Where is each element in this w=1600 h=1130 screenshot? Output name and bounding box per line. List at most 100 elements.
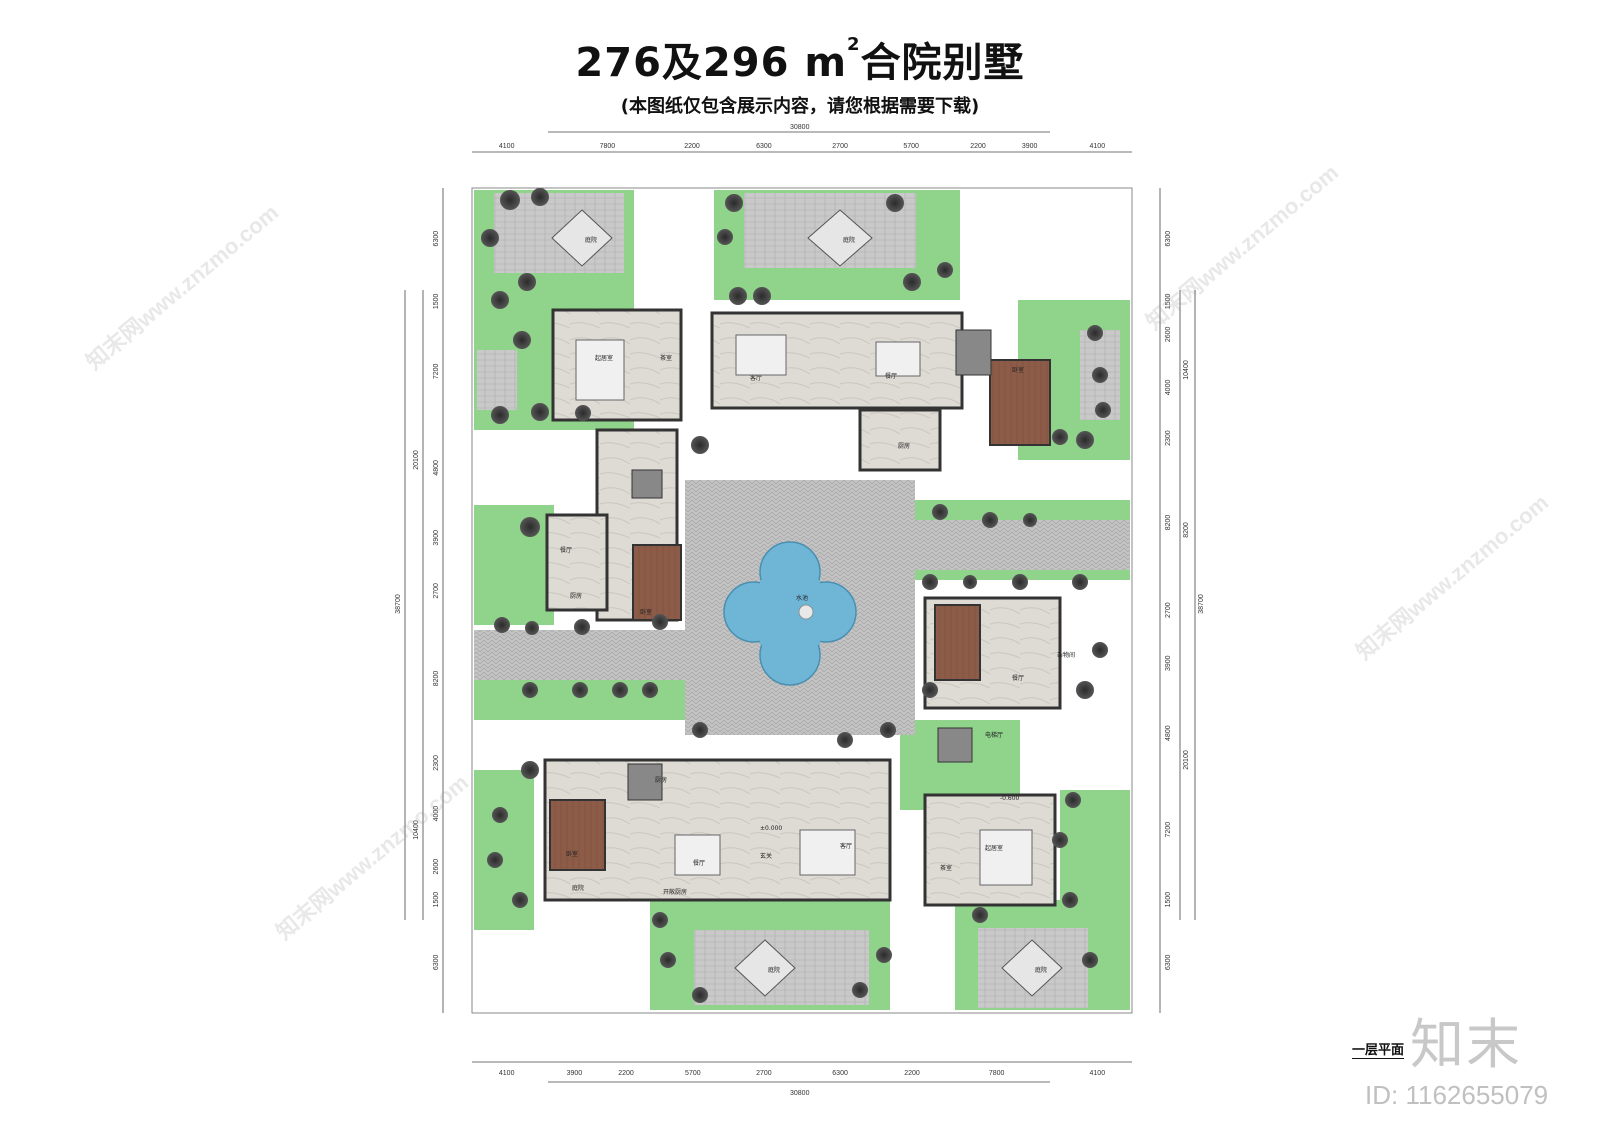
- dimension-label: 6300: [433, 231, 440, 247]
- dimension-label: 2700: [433, 583, 440, 599]
- medallions: [551, 209, 1063, 997]
- label-dining-e: 餐厅: [1012, 674, 1024, 682]
- dimension-label: 2200: [618, 1070, 634, 1077]
- label-courtyard-se: 庭院: [1035, 966, 1047, 974]
- dimension-total: 38700: [395, 594, 402, 614]
- dimension-label: 4100: [1090, 1070, 1106, 1077]
- brand-logo: 知末: [1410, 1013, 1522, 1076]
- label-family-se: 起居室: [985, 844, 1003, 852]
- pool-label: 水池: [796, 594, 808, 602]
- dimension-label: 1500: [433, 892, 440, 908]
- label-bedroom-sw: 卧室: [566, 850, 578, 858]
- fountain: [798, 604, 814, 620]
- dimension-label: 2600: [1165, 326, 1172, 342]
- villa-e: [923, 596, 1062, 763]
- dimension-labels-top: 4100 7800 2200 6300 2700 5700 2200 3900 4100: [499, 143, 1105, 150]
- dimension-label: 6300: [1165, 954, 1172, 970]
- label-courtyard-n: 庭院: [843, 236, 855, 244]
- dimension-total: 20100: [1183, 750, 1190, 770]
- dimension-label: 2200: [970, 143, 986, 150]
- dimension-label: 3900: [1165, 655, 1172, 671]
- label-storage-e: 杂物间: [1057, 651, 1075, 659]
- villa-sw: [543, 758, 892, 902]
- label-living-sw: 客厅: [840, 842, 852, 850]
- floor-label: 一层平面: [1352, 1039, 1405, 1059]
- label-level-sw: ±0.000: [760, 825, 782, 832]
- label-family-nw: 起居室: [595, 354, 613, 362]
- label-entrance-sw: 玄关: [760, 852, 772, 860]
- dimension-label: 2200: [904, 1070, 920, 1077]
- dimension-label: 7800: [600, 143, 616, 150]
- label-courtyard-nw: 庭院: [585, 236, 597, 244]
- label-tea-nw: 茶室: [660, 354, 672, 362]
- dimension-label: 2600: [433, 859, 440, 875]
- page-title: 276及296 m2合院别墅: [575, 34, 1025, 86]
- dimension-label: 6300: [1165, 231, 1172, 247]
- dimension-label: 7200: [433, 363, 440, 379]
- dimension-label: 1500: [1165, 293, 1172, 309]
- dimension-label: 3900: [1022, 143, 1038, 150]
- label-courtyard-sw: 庭院: [572, 884, 584, 892]
- label-kitchen-sw: 厨房: [655, 776, 667, 784]
- label-dining-sw: 餐厅: [693, 859, 705, 867]
- dimension-label: 5700: [903, 143, 919, 150]
- west-path: [474, 630, 689, 680]
- dimension-label: 1500: [433, 293, 440, 309]
- dimension-labels-left: 6300 1500 7200 4800 3900 2700 8200 2300 4000 2600…: [395, 231, 440, 970]
- dimension-total: 20100: [413, 450, 420, 470]
- dimension-label: 7800: [989, 1070, 1005, 1077]
- label-openkitchen-sw: 开敞厨房: [663, 888, 687, 896]
- dimension-label: 6300: [433, 954, 440, 970]
- room-labels: 起居室 茶室 客厅 餐厅 卧室 厨房 餐厅 厨房 卧室 餐厅 杂物间 电梯厅 厨…: [560, 236, 1075, 974]
- dimension-total: 10400: [413, 820, 420, 840]
- label-dining-n: 餐厅: [885, 372, 897, 380]
- dimension-label: 6300: [832, 1070, 848, 1077]
- label-dining-nw: 餐厅: [560, 546, 572, 554]
- villa-nw: [545, 308, 683, 622]
- dimension-label: 1500: [1165, 892, 1172, 908]
- dimension-labels-right: 6300150026004000230082002700390048007200…: [1165, 231, 1205, 970]
- dimension-label: 2700: [756, 1070, 772, 1077]
- dimension-label: 5700: [685, 1070, 701, 1077]
- dimension-label: 2700: [832, 143, 848, 150]
- label-living-n: 客厅: [750, 374, 762, 382]
- dimension-label: 2700: [1165, 602, 1172, 618]
- dimension-lines: [404, 131, 1196, 1083]
- page-subtitle: (本图纸仅包含展示内容，请您根据需要下载): [620, 96, 980, 117]
- dimension-label: 4100: [499, 143, 515, 150]
- label-courtyard-s: 庭院: [768, 966, 780, 974]
- dimension-label: 4000: [1165, 380, 1172, 396]
- dimension-label: 4000: [433, 806, 440, 822]
- label-level-se: -0.600: [1000, 795, 1020, 802]
- dimension-label: 3900: [433, 530, 440, 546]
- dimension-label: 2300: [433, 755, 440, 771]
- dimension-label: 8200: [433, 671, 440, 687]
- dimension-label: 7200: [1165, 822, 1172, 838]
- label-bedroom-n: 卧室: [1012, 366, 1024, 374]
- label-kitchen-nw: 厨房: [570, 592, 582, 600]
- dimension-total: 10400: [1183, 360, 1190, 380]
- dimension-label: 6300: [756, 143, 772, 150]
- dimension-total: 38700: [1198, 594, 1205, 614]
- villa-n: [710, 311, 1051, 472]
- dimension-label: 4100: [1090, 143, 1106, 150]
- dimension-label: 3900: [567, 1070, 583, 1077]
- label-kitchen-n: 厨房: [898, 442, 910, 450]
- dimension-label: 8200: [1165, 515, 1172, 531]
- villa-se: [923, 793, 1057, 907]
- label-elevator-e: 电梯厅: [985, 731, 1003, 739]
- label-tea-se: 茶室: [940, 864, 952, 872]
- bottom-total: 30800: [790, 1090, 810, 1097]
- dimension-label: 4800: [1165, 725, 1172, 741]
- dimension-label: 2200: [684, 143, 700, 150]
- label-bedroom-nw: 卧室: [640, 608, 652, 616]
- id-text: ID: 1162655079: [1365, 1080, 1549, 1110]
- east-path: [910, 520, 1130, 570]
- trees: [481, 188, 1111, 1003]
- dimension-labels-bottom: 4100 3900 2200 5700 2700 6300 2200 7800 4100: [499, 1070, 1105, 1077]
- dimension-label: 4100: [499, 1070, 515, 1077]
- dimension-label: 4800: [433, 460, 440, 476]
- dimension-total: 8200: [1183, 522, 1190, 538]
- top-total: 30800: [790, 124, 810, 131]
